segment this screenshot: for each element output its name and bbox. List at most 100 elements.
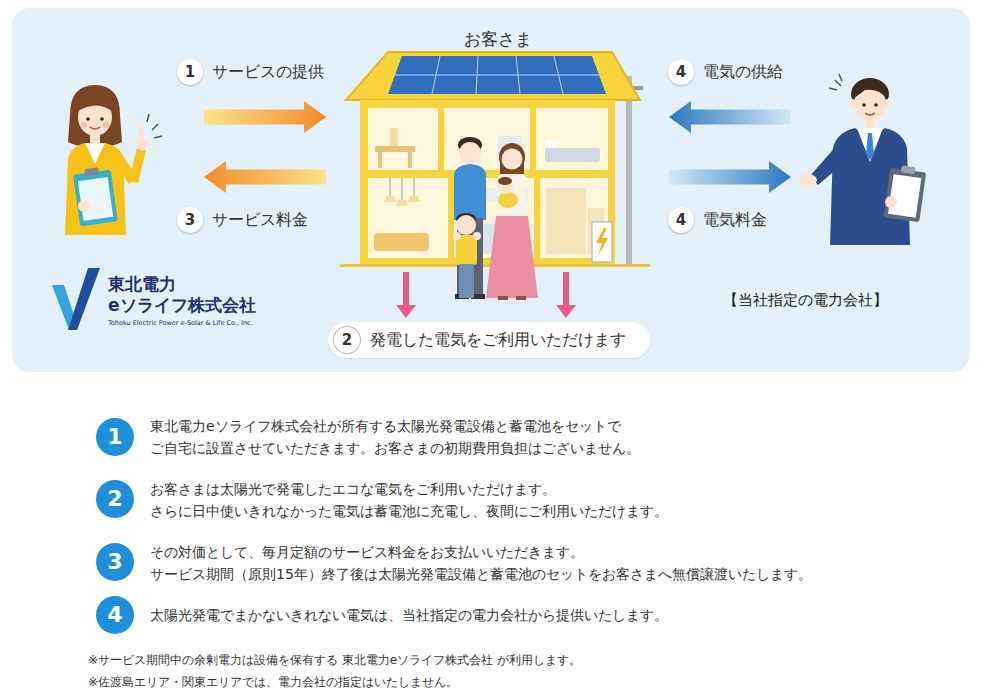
woman-figure <box>77 93 114 113</box>
woman-figure <box>139 126 144 142</box>
family <box>459 264 474 298</box>
family <box>516 296 526 300</box>
down-arrow <box>396 272 416 318</box>
man-figure <box>901 165 916 174</box>
step-number: 3 <box>96 543 134 581</box>
woman-figure <box>78 200 90 212</box>
family <box>473 232 481 240</box>
edge-label: サービス料金 <box>212 209 308 231</box>
man-figure <box>874 103 878 107</box>
furniture <box>390 128 398 146</box>
woman-figure <box>103 122 109 128</box>
family <box>459 142 481 164</box>
logo-mark <box>52 268 100 330</box>
family <box>497 178 513 194</box>
usage-pill: 2発電した電気をご利用いただけます <box>328 322 650 358</box>
solar-panel <box>388 56 606 94</box>
house-body <box>368 108 438 170</box>
power-company-node: 【当社指定の電力会社】 <box>795 70 945 245</box>
woman-figure <box>78 177 113 221</box>
edge-label: サービスの提供 <box>212 61 324 83</box>
woman-figure <box>65 85 162 235</box>
step-number: 1 <box>96 418 134 456</box>
house-body <box>368 178 448 258</box>
callout-number: 3 <box>177 207 203 233</box>
house-roof <box>346 52 640 100</box>
company-name-english: Tohoku Electric Power e-Solar & Life Co.… <box>108 319 253 327</box>
furniture <box>374 128 604 254</box>
family <box>453 232 461 240</box>
woman-figure <box>84 167 99 176</box>
furniture <box>408 152 412 168</box>
house-roof <box>346 52 640 100</box>
step-description: 東北電力eソライフ株式会社が所有する太陽光発電設備と蓄電池をセットで ご自宅に設… <box>150 415 910 459</box>
family <box>456 235 477 265</box>
callout-number: 1 <box>177 59 203 85</box>
family <box>486 216 538 298</box>
step-description: その対価として、毎月定額のサービス料金をお支払いいただきます。 サービス期間（原… <box>150 541 910 585</box>
man-figure <box>799 174 817 186</box>
company-label: 【当社指定の電力会社】 <box>723 290 888 310</box>
node-heading: お客さま <box>330 28 665 50</box>
callout-number: 2 <box>334 327 360 353</box>
house-body <box>536 108 608 170</box>
man-figure <box>829 74 842 90</box>
furniture <box>374 233 429 251</box>
footnote: ※サービス期間中の余剰電力は設備を保有する 東北電力eソライフ株式会社 が利用し… <box>88 651 581 669</box>
woman-figure <box>85 143 105 164</box>
woman-figure <box>73 170 118 227</box>
storage-battery <box>592 222 612 262</box>
man-figure <box>865 113 875 115</box>
step-number: 2 <box>96 480 134 518</box>
house-illustration <box>330 28 665 308</box>
furniture <box>545 140 557 148</box>
storage-battery <box>592 222 612 262</box>
furniture <box>375 146 415 152</box>
step-description: 太陽光発電でまかないきれない電気は、当社指定の電力会社から提供いたします。 <box>150 604 910 626</box>
step-number: 4 <box>96 596 134 634</box>
man-figure <box>888 174 921 218</box>
flow-arrow <box>669 101 791 133</box>
man-figure <box>885 196 897 208</box>
furniture <box>396 200 408 206</box>
woman-figure <box>129 148 146 183</box>
furniture <box>378 152 382 168</box>
edge-label: 電気の供給 <box>703 61 783 83</box>
flow-arrow <box>204 161 326 193</box>
solar-panel <box>395 56 599 94</box>
woman-figure <box>81 122 87 128</box>
family <box>498 296 508 300</box>
family <box>454 164 486 220</box>
woman-figure <box>68 85 122 147</box>
man-figure <box>884 168 927 223</box>
woman-figure <box>72 166 117 227</box>
house-body <box>444 108 530 170</box>
step-circle: 4 <box>96 596 134 634</box>
woman-figure <box>90 127 100 129</box>
family <box>456 215 476 235</box>
man-figure <box>799 74 927 245</box>
company-name: 東北電力 eソライフ株式会社 <box>108 274 338 316</box>
step-circle: 2 <box>96 480 134 518</box>
house-body <box>360 100 615 266</box>
family <box>498 192 518 208</box>
step-circle: 3 <box>96 543 134 581</box>
callout-number: 4 <box>668 59 694 85</box>
furniture <box>384 196 396 202</box>
footnote: ※佐渡島エリア・関東エリアでは、電力会社の指定はいたしません。 <box>88 673 458 691</box>
customer-house: お客さま <box>330 28 665 268</box>
family <box>502 149 523 170</box>
storage-battery <box>596 228 608 256</box>
man-figure <box>853 79 887 99</box>
flow-arrow <box>204 101 326 133</box>
company-node: 東北電力 eソライフ株式会社Tohoku Electric Power e-So… <box>40 80 200 330</box>
step-description: お客さまは太陽光で発電したエコな電気をご利用いただけます。 さらに日中使いきれな… <box>150 478 910 522</box>
logo-mark <box>68 268 100 330</box>
woman-figure <box>100 117 104 121</box>
man-figure <box>884 164 927 222</box>
step-circle: 1 <box>96 418 134 456</box>
flow-arrow <box>669 161 791 193</box>
furniture <box>408 196 420 202</box>
utility-pole <box>626 76 632 266</box>
